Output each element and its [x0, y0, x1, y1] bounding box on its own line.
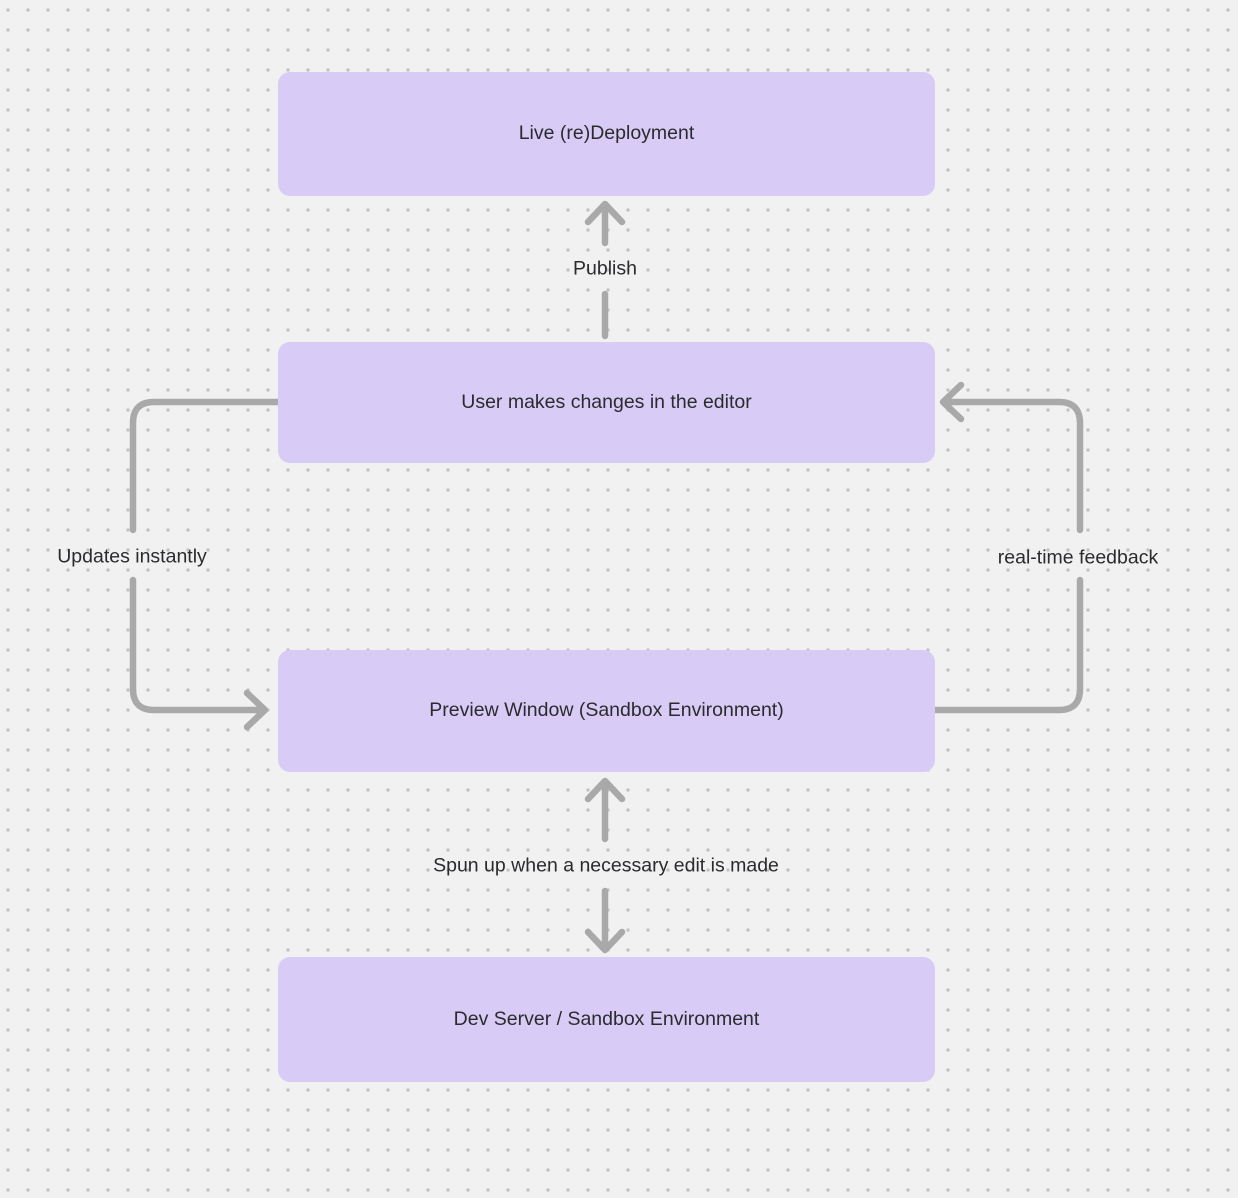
edge-real-time-feedback-arrow: [931, 381, 1084, 714]
edge-label-spun-up: Spun up when a necessary edit is made: [433, 854, 779, 877]
edge-spun-up-arrow: [584, 777, 626, 954]
node-live-redeployment[interactable]: Live (re)Deployment: [278, 72, 935, 196]
node-preview-window[interactable]: Preview Window (Sandbox Environment): [278, 650, 935, 772]
node-preview-window-label: Preview Window (Sandbox Environment): [429, 699, 784, 722]
node-dev-server-label: Dev Server / Sandbox Environment: [453, 1007, 760, 1030]
edge-label-publish: Publish: [573, 257, 637, 280]
node-live-redeployment-label: Live (re)Deployment: [518, 122, 695, 145]
edge-label-updates-instantly: Updates instantly: [57, 545, 207, 568]
edge-publish-arrow: [584, 200, 626, 340]
node-user-changes-editor-label: User makes changes in the editor: [461, 390, 752, 413]
edge-label-real-time-feedback: real-time feedback: [997, 546, 1159, 569]
node-user-changes-editor[interactable]: User makes changes in the editor: [278, 342, 935, 463]
node-dev-server[interactable]: Dev Server / Sandbox Environment: [278, 957, 935, 1082]
edge-updates-instantly-arrow: [129, 398, 282, 731]
